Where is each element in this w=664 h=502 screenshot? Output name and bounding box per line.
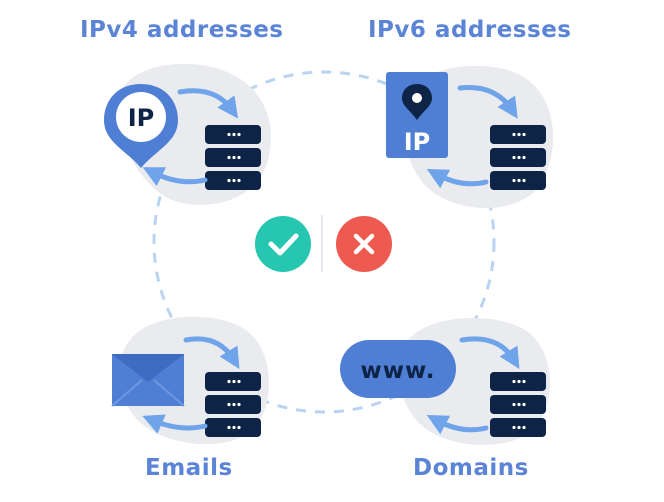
database-icon bbox=[205, 125, 261, 190]
check-icon bbox=[255, 216, 311, 272]
label-emails: Emails bbox=[145, 455, 233, 481]
label-domains: Domains bbox=[413, 455, 529, 481]
location-pin-icon: IP bbox=[104, 84, 178, 168]
envelope-icon bbox=[111, 354, 185, 407]
ip-card-icon: IP bbox=[386, 72, 448, 158]
www-text: www. bbox=[360, 358, 435, 384]
card-ip-text: IP bbox=[404, 128, 431, 156]
emails-group bbox=[111, 336, 261, 437]
arrow-from-db bbox=[426, 415, 489, 435]
database-icon bbox=[490, 372, 546, 437]
arrow-from-db bbox=[142, 414, 208, 434]
pin-ip-text: IP bbox=[128, 104, 155, 132]
arrow-to-db bbox=[183, 336, 240, 369]
arrow-to-db bbox=[459, 336, 520, 369]
arrow-from-db bbox=[426, 169, 489, 189]
arrow-from-db bbox=[142, 167, 208, 187]
database-icon bbox=[205, 372, 261, 437]
dashed-connector-ring bbox=[152, 70, 496, 414]
validation-icons bbox=[255, 215, 392, 272]
label-ipv6-addresses: IPv6 addresses bbox=[368, 17, 572, 43]
database-icon bbox=[490, 125, 546, 190]
ipv4-group: IP bbox=[104, 84, 261, 190]
arrow-to-db bbox=[177, 88, 239, 119]
label-ipv4-addresses: IPv4 addresses bbox=[80, 17, 284, 43]
domains-group: www. bbox=[340, 336, 546, 437]
ipv6-group: IP bbox=[386, 72, 546, 190]
www-pill-icon: www. bbox=[340, 340, 456, 398]
arrow-to-db bbox=[457, 84, 518, 119]
